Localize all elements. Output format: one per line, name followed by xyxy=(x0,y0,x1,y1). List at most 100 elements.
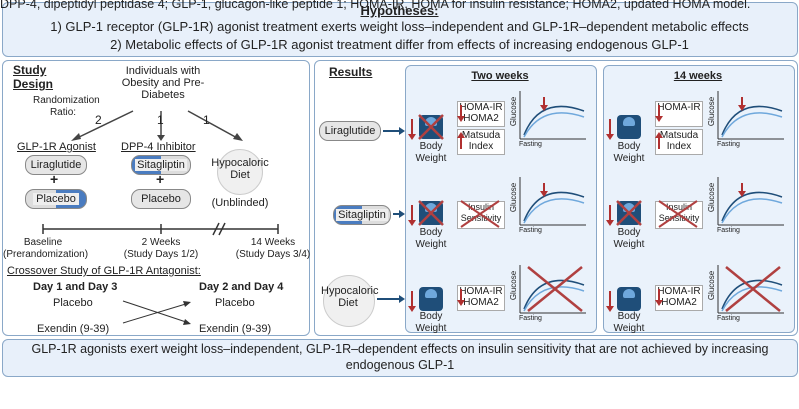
c1r2-weight-arrow xyxy=(408,205,416,226)
glucose-plot-c1r3 xyxy=(519,265,586,314)
c2r1-body-weight: Body Weight xyxy=(613,141,645,164)
glucose-plot-c1r1 xyxy=(519,91,586,140)
study-design-panel: Study Design Individuals with Obesity an… xyxy=(2,60,310,336)
arm2-placebo-pen: Placebo xyxy=(131,189,191,209)
c1r1-homa-arrow xyxy=(457,105,465,122)
crossover-left-head: Day 1 and Day 3 xyxy=(33,281,118,293)
ratio-2: 1 xyxy=(157,113,164,127)
fasting-label-c1r2: Fasting xyxy=(519,227,542,234)
c1r1-matsuda-arrow xyxy=(457,132,465,149)
row-hypocaloric: Hypocaloric Diet xyxy=(321,285,379,309)
c1r3-homa-arrow xyxy=(457,289,465,306)
hypothesis-1: 1) GLP-1 receptor (GLP-1R) agonist treat… xyxy=(50,19,749,34)
glucose-label-c2r1: Glucose xyxy=(707,96,717,127)
randomization-arrows xyxy=(42,110,279,325)
crossover-left-placebo: Placebo xyxy=(53,297,93,309)
glucose-label-c1r3: Glucose xyxy=(509,270,519,301)
crossover-left-exendin: Exendin (9-39) xyxy=(37,323,110,335)
glucose-label-c1r1: Glucose xyxy=(509,96,519,127)
c2r2-body-weight: Body Weight xyxy=(613,227,645,250)
c2r1-weight-arrow xyxy=(606,119,614,140)
glucose-label-c2r2: Glucose xyxy=(707,182,717,213)
c1r1-weight-arrow xyxy=(408,119,416,140)
col2-title: 14 weeks xyxy=(673,70,723,82)
timeline-14weeks: 14 Weeks(Study Days 3/4) xyxy=(235,237,311,260)
crossover-right-exendin: Exendin (9-39) xyxy=(199,323,272,335)
arm2-title: DPP-4 Inhibitor xyxy=(121,141,196,153)
arm1-plus: + xyxy=(50,171,59,187)
crossover-right-head: Day 2 and Day 4 xyxy=(199,281,284,293)
c2r3-body-weight: Body Weight xyxy=(613,311,645,334)
study-design-title-line2: Design xyxy=(13,77,54,91)
c1r3-weight-arrow xyxy=(408,291,416,312)
arm2-drug-label: Sitagliptin xyxy=(135,159,187,171)
glucose-plot-c2r2 xyxy=(717,177,784,226)
c1r1-matsuda-box: Matsuda Index xyxy=(457,129,505,155)
glucose-plot-c2r3 xyxy=(717,265,784,314)
arm1-placebo-label: Placebo xyxy=(33,193,79,205)
conclusion-panel xyxy=(2,339,798,377)
arm2-plus: + xyxy=(156,171,165,187)
plate-icon-results xyxy=(323,275,375,327)
arm3-title: Hypocaloric Diet xyxy=(211,157,269,181)
results-panel: Results Two weeks 14 weeks Liraglutide S… xyxy=(314,60,798,336)
row-sitagliptin: Sitagliptin xyxy=(333,205,391,225)
c1r3-body-weight: Body Weight xyxy=(415,311,447,334)
arm1-placebo-pen: Placebo xyxy=(25,189,87,209)
c1r3-scale xyxy=(419,287,443,311)
population-label: Individuals with Obesity and Pre-Diabete… xyxy=(121,65,205,101)
c2r1-homa-box: HOMA-IR xyxy=(655,101,703,127)
c2r2-cross xyxy=(616,200,642,226)
c1r1-cross xyxy=(418,114,444,140)
crossover-right-placebo: Placebo xyxy=(215,297,255,309)
c2r1-homa-arrow xyxy=(655,105,663,122)
c2r2-weight-arrow xyxy=(606,205,614,226)
fasting-label-c2r3: Fasting xyxy=(717,315,740,322)
hypothesis-2: 2) Metabolic effects of GLP-1R agonist t… xyxy=(110,37,689,52)
fasting-label-c2r2: Fasting xyxy=(717,227,740,234)
fasting-label-c2r1: Fasting xyxy=(717,141,740,148)
c1r2-cross xyxy=(418,200,444,226)
ratio-1: 2 xyxy=(95,113,102,127)
timeline-baseline: Baseline(Prerandomization) xyxy=(3,237,89,260)
arm2-placebo-label: Placebo xyxy=(141,193,181,205)
glucose-plot-c1r2 xyxy=(519,177,586,226)
study-design-title: Study Design xyxy=(13,63,53,91)
c2r3-scale xyxy=(617,287,641,311)
study-design-title-line1: Study xyxy=(13,63,47,77)
row-liraglutide: Liraglutide xyxy=(319,121,381,141)
randomization-label: Randomization Ratio: xyxy=(33,95,100,118)
arm1-title: GLP-1R Agonist xyxy=(17,141,96,153)
c2r3-homa-arrow xyxy=(655,289,663,306)
plate-icon xyxy=(217,149,263,195)
glucose-label-c1r2: Glucose xyxy=(509,182,519,213)
ratio-3: 1 xyxy=(203,113,210,127)
fasting-label-c1r3: Fasting xyxy=(519,315,542,322)
col1-title: Two weeks xyxy=(471,70,529,82)
c1r2-body-weight: Body Weight xyxy=(415,227,447,250)
timeline-2weeks: 2 Weeks(Study Days 1/2) xyxy=(123,237,199,260)
arm1-drug-label: Liraglutide xyxy=(30,159,82,171)
arm1-drug-pen: Liraglutide xyxy=(25,155,87,175)
conclusion-text: GLP-1R agonists exert weight loss–indepe… xyxy=(31,342,769,372)
hypotheses-title: Hypotheses: xyxy=(360,3,439,18)
c1r1-body-weight: Body Weight xyxy=(415,141,447,164)
arm3-note: (Unblinded) xyxy=(211,197,269,209)
c2r2-insulin-cross xyxy=(658,200,698,228)
glucose-plots xyxy=(519,91,784,314)
abbreviation-text: DPP-4, dipeptidyl peptidase 4; GLP-1, gl… xyxy=(0,0,751,11)
c2r3-weight-arrow xyxy=(606,291,614,312)
crossover-title: Crossover Study of GLP-1R Antagonist: xyxy=(7,265,201,277)
c2r1-matsuda-box: Matsuda Index xyxy=(655,129,703,155)
fasting-label-c1r1: Fasting xyxy=(519,141,542,148)
arm2-drug-pill: Sitagliptin xyxy=(131,155,191,175)
c1r2-insulin-cross xyxy=(460,200,500,228)
row-arrows xyxy=(377,127,405,303)
results-title: Results xyxy=(329,65,373,79)
c1r2-insulin-box: Insulin Sensitivity xyxy=(457,201,505,229)
glucose-label-c2r3: Glucose xyxy=(707,270,717,301)
glucose-plot-c2r1 xyxy=(717,91,784,140)
